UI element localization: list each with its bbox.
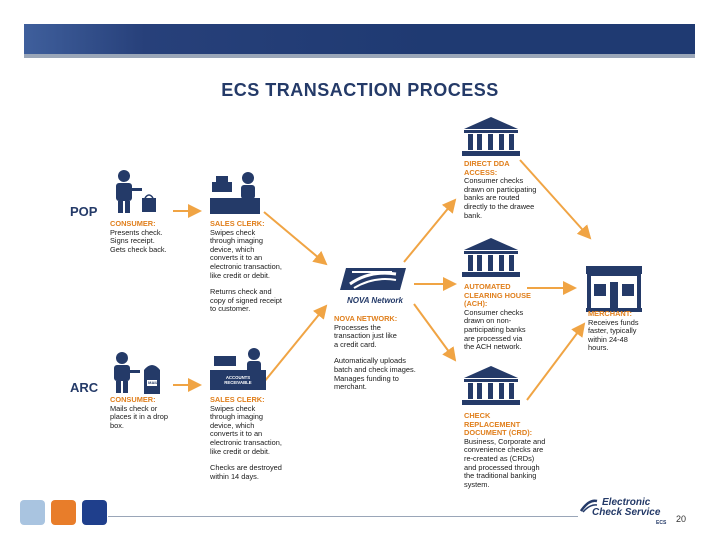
- row-label-arc: ARC: [70, 380, 99, 395]
- pop-consumer-text: CONSUMER: Presents check. Signs receipt.…: [110, 219, 167, 254]
- footer-square-orange: [51, 500, 76, 525]
- sales-clerk-desk-icon: [210, 348, 266, 390]
- pop-clerk-text: SALES CLERK: Swipes check through imagin…: [210, 219, 282, 314]
- direct-dda-text: DIRECT DDA ACCESS: Consumer checks drawn…: [464, 159, 537, 220]
- page-number: 20: [676, 514, 687, 524]
- sales-clerk-register-icon: [210, 172, 260, 214]
- footer-square-light-blue: [20, 500, 45, 525]
- slide-title: ECS TRANSACTION PROCESS: [221, 80, 499, 100]
- ach-text: AUTOMATED CLEARING HOUSE (ACH): Consumer…: [464, 282, 531, 352]
- header-divider: [24, 54, 695, 58]
- header-banner: [24, 24, 695, 54]
- logo-swoosh-icon: [580, 499, 598, 513]
- mailbox-label: MAIL: [148, 380, 158, 385]
- accounts-receivable-label: ACCOUNTS RECEIVABLE: [224, 375, 252, 385]
- consumer-person-icon: [116, 170, 156, 213]
- electronic-check-service-logo: Electronic Check Service ECS: [580, 497, 672, 527]
- arc-clerk-text: SALES CLERK: Swipes check through imagin…: [210, 395, 282, 481]
- bank-building-icon: [462, 366, 520, 405]
- arrow-nova-to-crd: [413, 303, 457, 362]
- nova-network-logo: [340, 268, 406, 290]
- arrow-nova-to-dda: [403, 198, 457, 263]
- bank-building-icon: [462, 238, 520, 277]
- footer-square-navy: [82, 500, 107, 525]
- arrow-dda-to-merchant: [519, 159, 592, 240]
- merchant-store-icon: [586, 266, 642, 312]
- nova-network-label: NOVA Network: [346, 296, 403, 305]
- arrow-arc-clerk-to-nova: [263, 304, 328, 383]
- crd-text: CHECK REPLACEMENT DOCUMENT (CRD): Busine…: [464, 411, 546, 489]
- arrow-pop-clerk-to-nova: [263, 211, 328, 266]
- merchant-text: MERCHANT: Receives funds faster, typical…: [588, 309, 639, 353]
- footer-divider: [108, 516, 578, 517]
- arrow-crd-to-merchant: [526, 322, 586, 401]
- arc-consumer-text: CONSUMER: Mails check or places it in a …: [110, 395, 168, 430]
- consumer-mailbox-icon: [114, 352, 160, 394]
- bank-building-icon: [462, 117, 520, 156]
- nova-network-text: NOVA NETWORK: Processes the transaction …: [334, 314, 416, 392]
- row-label-pop: POP: [70, 204, 98, 219]
